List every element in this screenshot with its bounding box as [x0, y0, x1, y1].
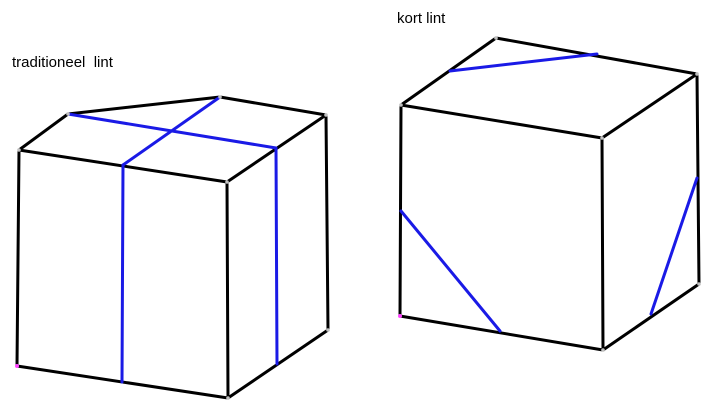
cube-traditional — [15, 95, 330, 400]
label-traditional-ribbon: traditioneel lint — [12, 54, 113, 71]
vertex-point — [218, 95, 222, 99]
vertex-point — [601, 348, 605, 352]
vertex-point — [399, 103, 403, 107]
ribbon-segment — [649, 176, 699, 316]
edge — [324, 113, 330, 332]
label-short-ribbon: kort lint — [397, 10, 446, 27]
ribbon-segment — [448, 52, 599, 73]
vertex-point — [697, 282, 701, 286]
vertex-point — [226, 396, 230, 400]
vertex-point — [225, 180, 229, 184]
edge — [218, 95, 328, 117]
vertex-point — [600, 136, 604, 140]
vertex-marker — [398, 314, 402, 318]
edge — [600, 136, 605, 352]
edge — [17, 112, 70, 152]
vertex-point — [695, 72, 699, 76]
ribbon-traditional — [66, 95, 279, 384]
ribbon-short — [399, 52, 699, 333]
cube-short — [398, 36, 701, 352]
edge — [398, 314, 605, 352]
ribbon-segment — [274, 146, 279, 366]
vertex-point — [494, 36, 498, 40]
cube-traditional-vertices — [15, 95, 330, 400]
vertex-marker — [15, 364, 19, 368]
cube-traditional-edges — [15, 95, 330, 400]
ribbon-segment — [121, 95, 222, 167]
edge — [399, 103, 604, 140]
vertex-point — [326, 328, 330, 332]
ribbon-segment — [120, 163, 125, 384]
cube-short-vertices — [398, 36, 701, 352]
edge — [399, 36, 498, 107]
vertex-point — [66, 112, 70, 116]
vertex-point — [324, 113, 328, 117]
edge — [66, 95, 222, 116]
vertex-point — [17, 148, 21, 152]
edge — [15, 148, 21, 368]
edge — [600, 72, 699, 140]
edge — [601, 282, 701, 352]
ribbon-segment — [399, 209, 502, 333]
edge — [494, 36, 699, 76]
edge — [225, 180, 230, 400]
